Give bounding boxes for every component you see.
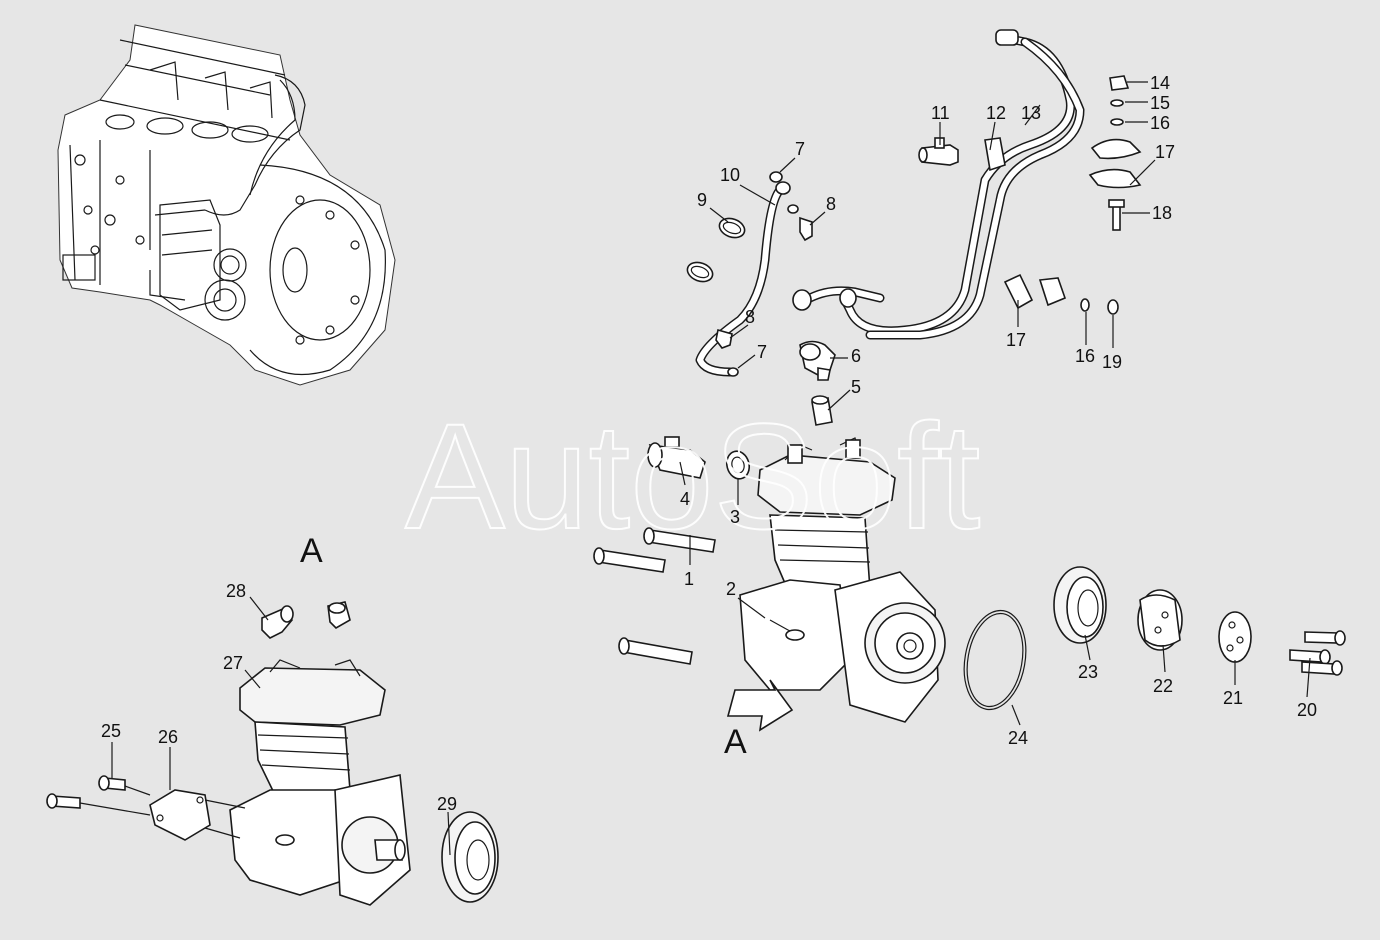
parts-14-19 xyxy=(1003,75,1142,315)
callout-27: 27 xyxy=(223,653,243,673)
callout-8-top: 8 xyxy=(826,194,836,214)
callout-25: 25 xyxy=(101,721,121,741)
callout-16-bottom: 16 xyxy=(1075,346,1095,366)
pipe-13 xyxy=(792,29,1085,340)
callout-12: 12 xyxy=(986,103,1006,123)
callout-1: 1 xyxy=(684,569,694,589)
callout-17-top: 17 xyxy=(1155,142,1175,162)
callout-11: 11 xyxy=(931,103,950,123)
bolts-1 xyxy=(593,527,716,665)
callout-29: 29 xyxy=(437,794,457,814)
callout-13: 13 xyxy=(1021,103,1041,123)
leader-lines xyxy=(111,81,1311,856)
callout-18: 18 xyxy=(1152,203,1172,223)
clip-9 xyxy=(686,217,746,283)
bolts-20 xyxy=(1289,630,1346,676)
callout-21: 21 xyxy=(1223,688,1243,708)
callout-4: 4 xyxy=(680,489,690,509)
washer-7 xyxy=(727,171,783,377)
engine-overview xyxy=(57,24,396,386)
watermark: AutoSoft xyxy=(405,392,980,560)
callout-3: 3 xyxy=(730,507,740,527)
callout-28: 28 xyxy=(226,581,246,601)
callout-16-top: 16 xyxy=(1150,113,1170,133)
fitting-11 xyxy=(918,137,959,166)
fitting-5 xyxy=(811,395,833,426)
callout-7-top: 7 xyxy=(795,139,805,159)
callout-20: 20 xyxy=(1297,700,1317,720)
callout-24: 24 xyxy=(1008,728,1028,748)
callout-19: 19 xyxy=(1102,352,1122,372)
bracket-12 xyxy=(984,137,1006,172)
compressor-main xyxy=(739,437,946,723)
hub-22 xyxy=(1137,589,1183,651)
fitting-4 xyxy=(647,436,706,479)
bolt-8 xyxy=(715,204,813,349)
callout-5: 5 xyxy=(851,377,861,397)
gear-23 xyxy=(1053,566,1107,644)
view-a-label: A xyxy=(300,532,323,570)
view-a-compressor xyxy=(46,601,411,906)
callout-7-bottom: 7 xyxy=(757,342,767,362)
callout-9: 9 xyxy=(697,190,707,210)
view-a-arrow-label: A xyxy=(724,723,747,761)
callout-22: 22 xyxy=(1153,676,1173,696)
callout-2: 2 xyxy=(726,579,736,599)
pipe-9 xyxy=(695,181,791,377)
gear-29 xyxy=(441,811,499,903)
plate-21 xyxy=(1218,611,1252,663)
o-ring-24 xyxy=(963,609,1027,711)
callout-10: 10 xyxy=(720,165,740,185)
callout-14: 14 xyxy=(1150,73,1170,93)
view-a-arrow xyxy=(726,679,794,732)
callout-17-bottom: 17 xyxy=(1006,330,1026,350)
callout-23: 23 xyxy=(1078,662,1098,682)
callout-8-bottom: 8 xyxy=(745,307,755,327)
callout-15: 15 xyxy=(1150,93,1170,113)
callout-6: 6 xyxy=(851,346,861,366)
fitting-6 xyxy=(799,340,836,381)
callout-26: 26 xyxy=(158,727,178,747)
washer-3 xyxy=(725,450,751,480)
callout-numbers: 1 2 3 4 5 6 7 7 8 8 9 10 11 12 13 14 15 … xyxy=(101,73,1317,814)
